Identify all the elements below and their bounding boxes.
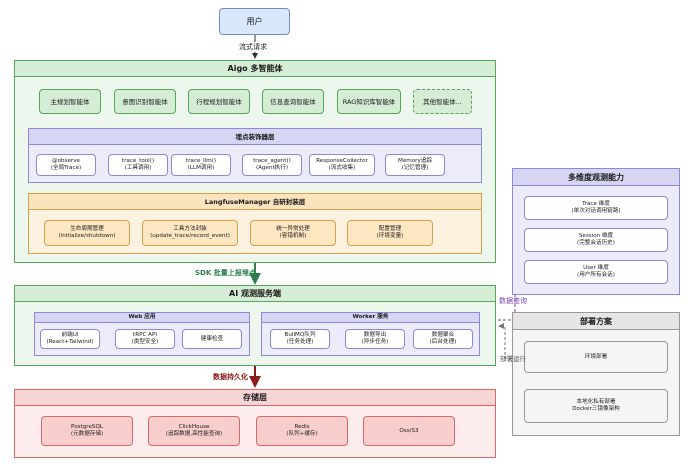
edge-label-sdk-report: SDK 批量上报埋点	[195, 269, 256, 277]
multi-dim-title: 多维度观测能力	[512, 168, 680, 186]
dim-user: User 维度(用户所有会话)	[524, 260, 668, 284]
worker-bullmq: BullMQ队列(任务处理)	[270, 329, 330, 349]
decorator-trace-llm: trace_llm()(LLM调用)	[171, 154, 231, 176]
agent-info-query: 信息查询智能体	[262, 89, 324, 114]
manager-lifecycle: 生命周期管理(initialize/shutdown)	[44, 220, 130, 246]
deploy-title: 部署方案	[512, 312, 680, 330]
decorator-memory: Memory追踪(记忆管理)	[385, 154, 445, 176]
manager-exception: 统一异常处理(容错机制)	[250, 220, 336, 246]
storage-oss: Oss/S3	[363, 416, 455, 446]
user-node: 用户	[219, 8, 290, 35]
agent-intent: 意图识别智能体	[114, 89, 176, 114]
worker-export: 数据导出(异步任务)	[345, 329, 405, 349]
worker-title: Worker 服务	[261, 312, 480, 323]
manager-layer-title: LangfuseManager 自研封装层	[28, 193, 482, 210]
edge-label-deploy-run: 部署运行	[500, 355, 526, 363]
storage-redis: Redis(队列+缓存)	[256, 416, 348, 446]
dim-session: Session 维度(完整会话历史)	[524, 228, 668, 252]
storage-layer-title: 存储层	[14, 389, 496, 406]
decorator-observe: @observe(全局Trace)	[36, 154, 96, 176]
agent-itinerary: 行程规划智能体	[188, 89, 250, 114]
storage-clickhouse: ClickHouse(追踪数据,高性能查询)	[148, 416, 240, 446]
manager-config: 配置管理(环境变量)	[347, 220, 433, 246]
edge-deploy-run	[498, 323, 522, 359]
web-app-title: Web 应用	[34, 312, 250, 323]
edge-label-stream-request: 流式请求	[238, 42, 268, 52]
edge-label-data-query: 数据查询	[499, 297, 527, 305]
deploy-env: 环境部署	[524, 341, 668, 373]
observability-layer-title: AI 观测服务端	[14, 285, 496, 302]
edge-label-persist: 数据持久化	[213, 373, 248, 381]
decorator-trace-tool: trace_tool()(工具调用)	[108, 154, 168, 176]
worker-aggregate: 数据聚合(后台处理)	[413, 329, 473, 349]
agent-main-planner: 主规划智能体	[39, 89, 101, 114]
agent-layer-title: Aigo 多智能体	[14, 60, 496, 77]
dim-trace: Trace 维度(单次对话调用链路)	[524, 196, 668, 220]
decorator-layer-title: 埋点装饰器层	[28, 128, 482, 145]
agent-others: 其他智能体...	[413, 89, 472, 114]
agent-rag: RAG知识库智能体	[337, 89, 401, 114]
manager-tool-wrapper: 工具方法封装(update_trace/record_event)	[142, 220, 238, 246]
decorator-response-collector: ResponseCollector(流式收集)	[309, 154, 375, 176]
decorator-trace-agent: trace_agent()(Agent执行)	[242, 154, 302, 176]
web-trpc-api: tRPC API(类型安全)	[115, 329, 175, 349]
storage-postgresql: PostgreSQL(元数据存储)	[41, 416, 133, 446]
web-frontend-ui: 前端UI(React+Tailwind)	[40, 329, 100, 349]
web-health-check: 健康检查	[182, 329, 242, 349]
